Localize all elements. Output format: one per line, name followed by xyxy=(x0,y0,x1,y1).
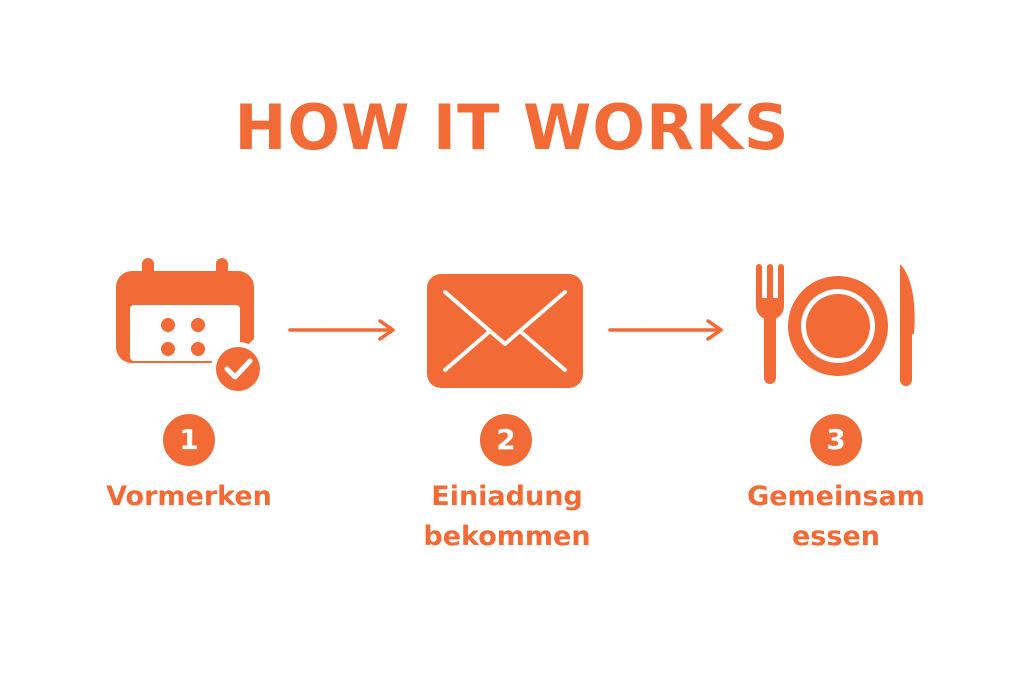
step-label-1: Vormerken xyxy=(69,477,309,517)
calendar-check-icon xyxy=(110,255,270,395)
envelope-icon xyxy=(425,272,585,390)
step-label-line: Einiadung xyxy=(431,481,583,512)
step-label-line: Gemeinsam xyxy=(747,481,925,512)
step-label-3: Gemeinsam essen xyxy=(716,477,956,557)
step-number-3: 3 xyxy=(810,414,862,466)
arrow-right-icon xyxy=(608,318,726,347)
step-number-1: 1 xyxy=(163,414,215,466)
step-label-2: Einiadung bekommen xyxy=(387,477,627,557)
arrow-right-icon xyxy=(288,318,398,347)
step-label-line: Vormerken xyxy=(106,481,272,512)
page-title: HOW IT WORKS xyxy=(234,91,790,164)
step-label-line: essen xyxy=(792,521,880,552)
fork-plate-knife-icon xyxy=(748,260,924,388)
step-number-2: 2 xyxy=(480,414,532,466)
step-label-line: bekommen xyxy=(423,521,591,552)
